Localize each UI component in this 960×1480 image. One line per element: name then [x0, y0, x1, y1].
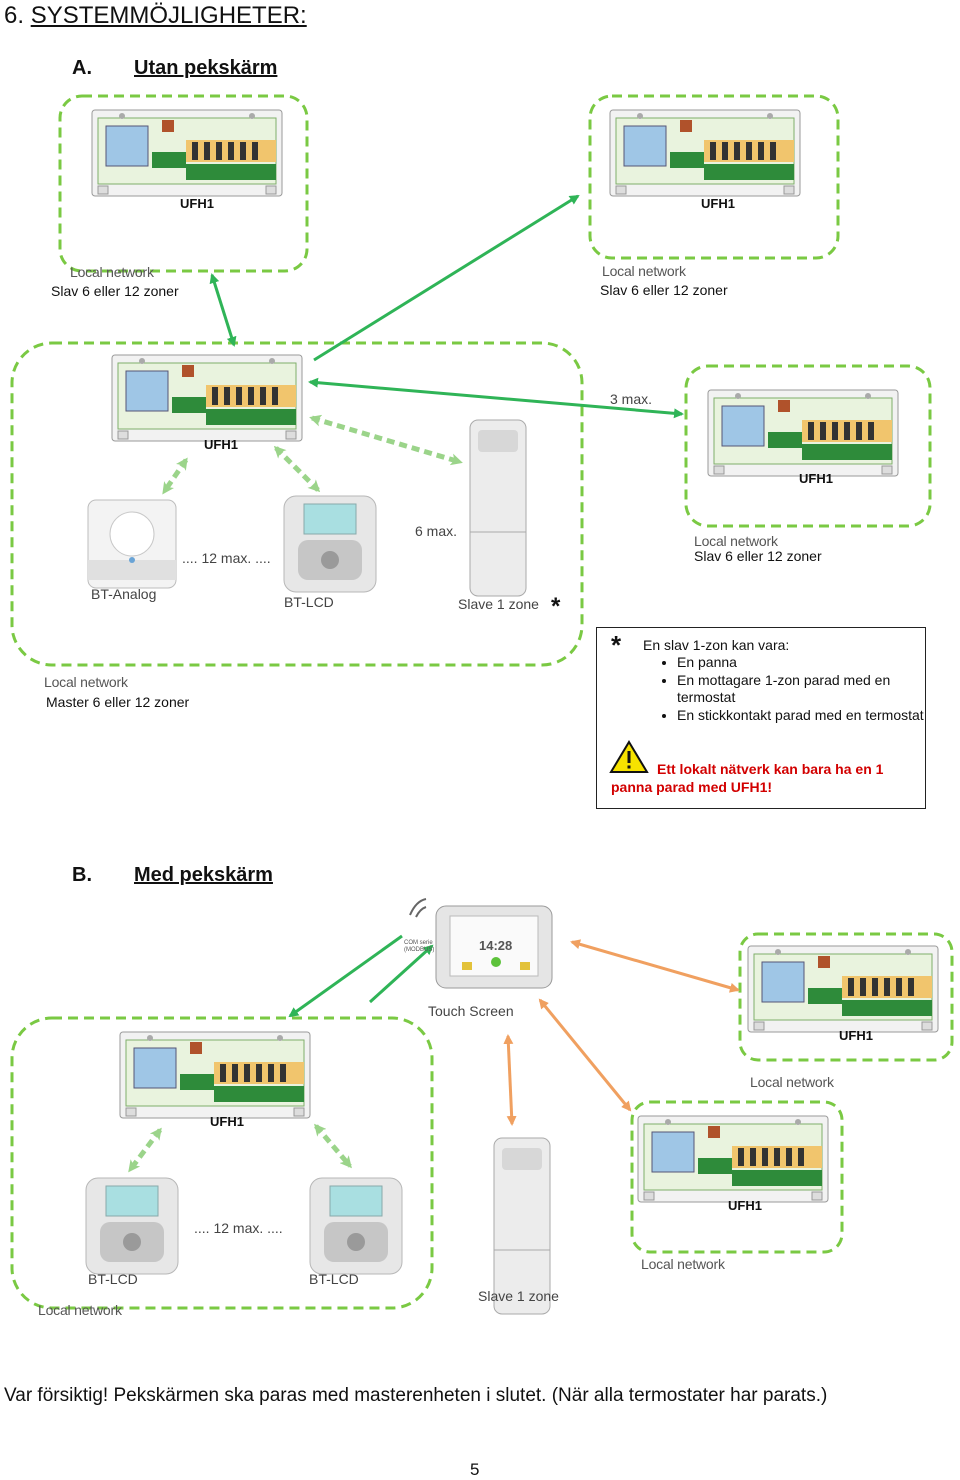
- list-item: En stickkontakt parad med en termostat: [677, 707, 927, 724]
- note-list: En panna En mottagare 1-zon parad med en…: [647, 654, 927, 725]
- local-network-label: Local network: [641, 1256, 725, 1272]
- note-box: * En slav 1-zon kan vara: En panna En mo…: [596, 627, 926, 809]
- list-item: En mottagare 1-zon parad med en termosta…: [677, 672, 927, 706]
- com-serie-label: COM serie (MODBUS): [404, 940, 435, 953]
- note-asterisk: *: [611, 630, 622, 660]
- bt-analog-label: BT-Analog: [91, 586, 157, 602]
- ufh-label: UFH1: [799, 471, 833, 486]
- slave-zones-label: Slav 6 eller 12 zoner: [600, 282, 728, 298]
- local-network-label: Local network: [70, 264, 154, 280]
- bt-lcd-label: BT-LCD: [309, 1271, 359, 1287]
- slave-zones-label: Slav 6 eller 12 zoner: [694, 548, 822, 564]
- six-max-label: 6 max.: [415, 523, 458, 539]
- touch-screen-label: Touch Screen: [428, 1003, 514, 1019]
- local-network-label: Local network: [694, 533, 778, 549]
- section-a-heading: A.Utan pekskärm: [72, 57, 278, 79]
- note-title: En slav 1-zon kan vara:: [643, 637, 790, 653]
- local-network-label: Local network: [750, 1074, 834, 1090]
- slave-zones-label: Slav 6 eller 12 zoner: [51, 283, 179, 299]
- asterisk-mark: *: [551, 593, 561, 620]
- master-zones-label: Master 6 eller 12 zoner: [46, 694, 190, 710]
- list-item: En panna: [677, 654, 927, 671]
- slave-1-zone-label: Slave 1 zone: [458, 596, 539, 612]
- footer-note: Var försiktig! Pekskärmen ska paras med …: [4, 1385, 828, 1406]
- twelve-max-label: .... 12 max. ....: [194, 1220, 283, 1236]
- bt-lcd-label: BT-LCD: [88, 1271, 138, 1287]
- page-number: 5: [470, 1460, 480, 1479]
- touch-screen-time: 14:28: [479, 938, 513, 953]
- bt-lcd-label: BT-LCD: [284, 594, 334, 610]
- ufh-label: UFH1: [839, 1028, 873, 1043]
- twelve-max-label: .... 12 max. ....: [182, 550, 271, 566]
- ufh-label: UFH1: [701, 196, 735, 211]
- ufh-label: UFH1: [204, 437, 238, 452]
- warning-text-line2: panna parad med UFH1!: [611, 779, 773, 795]
- ufh-label: UFH1: [210, 1114, 244, 1129]
- section-b-heading: B.Med pekskärm: [72, 864, 273, 886]
- three-max-label: 3 max.: [610, 391, 653, 407]
- page-heading: 6. SYSTEMMÖJLIGHETER:: [4, 2, 307, 29]
- local-network-label: Local network: [38, 1302, 122, 1318]
- warning-icon: [609, 740, 649, 773]
- slave-1-zone-label: Slave 1 zone: [478, 1288, 559, 1304]
- local-network-label: Local network: [44, 674, 128, 690]
- warning-text-line1: Ett lokalt nätverk kan bara ha en 1: [657, 761, 884, 777]
- ufh-label: UFH1: [728, 1198, 762, 1213]
- local-network-label: Local network: [602, 263, 686, 279]
- ufh-label: UFH1: [180, 196, 214, 211]
